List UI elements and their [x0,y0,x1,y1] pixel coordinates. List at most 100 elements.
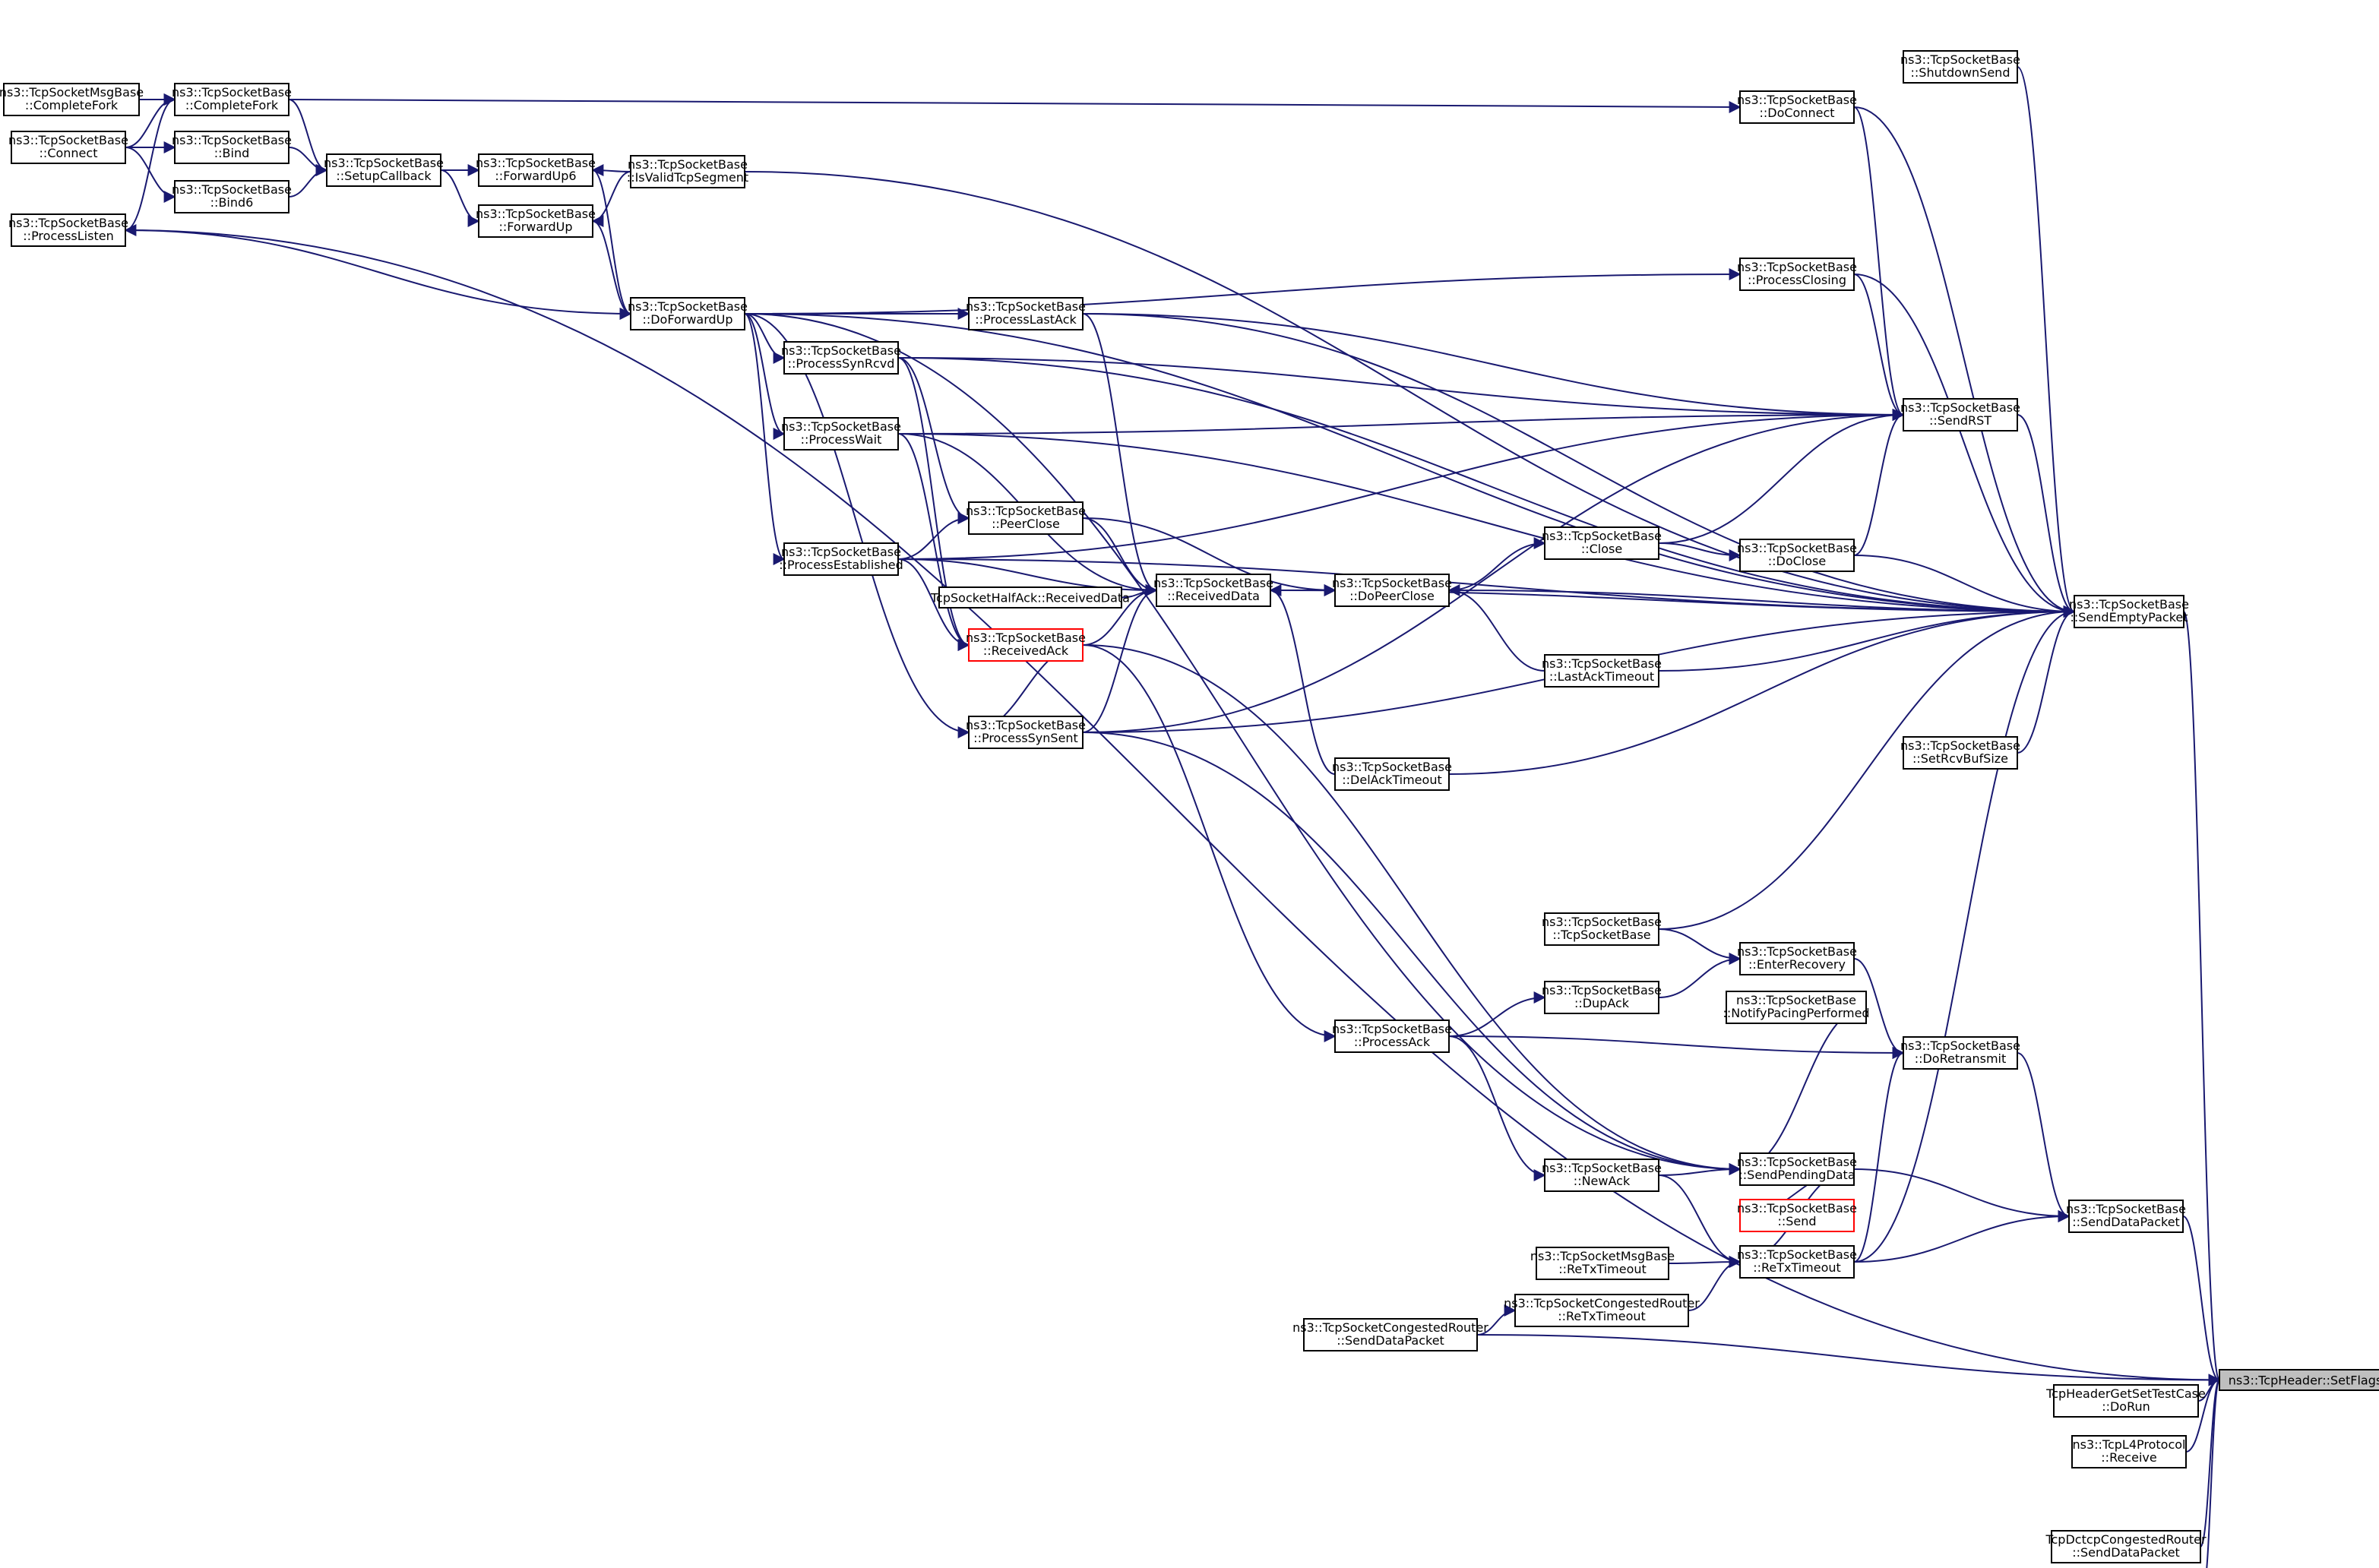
edge-processSynRcvd-to-receivedAck [897,357,970,651]
node-label: TcpHeaderGetSetTestCase [2045,1386,2206,1401]
node-msgRetx[interactable]: ns3::TcpSocketMsgBase::ReTxTimeout [1530,1247,1675,1280]
edge-isValidTcp-to-forwardUp [591,171,631,227]
node-box [3,83,140,116]
node-peerClose[interactable]: ns3::TcpSocketBase::PeerClose [966,501,1086,535]
node-processClosing[interactable]: ns3::TcpSocketBase::ProcessClosing [1737,258,1857,291]
node-delAckTimeout[interactable]: ns3::TcpSocketBase::DelAckTimeout [1332,757,1452,791]
edge-delAckTimeout-to-receivedData [1269,584,1336,775]
node-lastAckTimeout[interactable]: ns3::TcpSocketBase::LastAckTimeout [1542,654,1662,688]
node-completeFork[interactable]: ns3::TcpSocketBase::CompleteFork [172,83,292,116]
node-label: ns3::TcpSocketBase [1737,1247,1857,1262]
node-sendEmpty[interactable]: ns3::TcpSocketBase::SendEmptyPacket [2069,595,2189,628]
node-label: ::SendPendingData [1738,1168,1855,1182]
node-shutdownSend[interactable]: ns3::TcpSocketBase::ShutdownSend [1900,50,2020,84]
node-label: ns3::TcpSocketBase [781,343,901,358]
node-box [1544,1159,1659,1192]
node-root[interactable]: ns3::TcpHeader::SetFlags [2219,1369,2379,1391]
node-label: ::DoClose [1768,554,1826,568]
node-receivedAck[interactable]: ns3::TcpSocketBase::ReceivedAck [966,628,1086,662]
node-label: TcpSocketHalfAck::ReceivedData [930,591,1130,605]
node-l4Receive[interactable]: ns3::TcpL4Protocol::Receive [2071,1435,2187,1468]
edge-dupAck-to-enterRecovery [1658,953,1742,998]
node-doConnect[interactable]: ns3::TcpSocketBase::DoConnect [1737,90,1857,124]
node-tcpSocketBase[interactable]: ns3::TcpSocketBase::TcpSocketBase [1542,912,1662,946]
node-headerTest[interactable]: TcpHeaderGetSetTestCase::DoRun [2045,1384,2206,1418]
node-enterRecovery[interactable]: ns3::TcpSocketBase::EnterRecovery [1737,942,1857,975]
node-dupAck[interactable]: ns3::TcpSocketBase::DupAck [1542,981,1662,1014]
node-label: ::EnterRecovery [1748,957,1846,972]
node-close[interactable]: ns3::TcpSocketBase::Close [1542,526,1662,560]
node-box [1739,1199,1855,1232]
node-dctcpSendData[interactable]: TcpDctcpCongestedRouter::SendDataPacket [2045,1530,2207,1563]
node-forwardUp6[interactable]: ns3::TcpSocketBase::ForwardUp6 [476,153,596,187]
node-sendDataPacket[interactable]: ns3::TcpSocketBase::SendDataPacket [2066,1200,2186,1233]
edge-close-to-sendRST [1658,409,1905,544]
node-label: ::Bind [214,146,250,160]
node-label: ns3::TcpHeader::SetFlags [2229,1374,2379,1388]
node-label: ::CompleteFork [25,98,119,112]
node-processSynRcvd[interactable]: ns3::TcpSocketBase::ProcessSynRcvd [781,341,901,375]
node-processWait[interactable]: ns3::TcpSocketBase::ProcessWait [781,417,901,450]
node-label: ns3::TcpSocketBase [8,216,128,230]
node-bind6[interactable]: ns3::TcpSocketBase::Bind6 [172,180,292,213]
node-label: ::ProcessClosing [1748,273,1846,287]
node-box [1739,539,1855,572]
node-sendRST[interactable]: ns3::TcpSocketBase::SendRST [1900,398,2020,432]
node-doForwardUp[interactable]: ns3::TcpSocketBase::DoForwardUp [628,297,748,330]
node-label: ::Close [1581,542,1622,556]
node-congRetx[interactable]: ns3::TcpSocketCongestedRouter::ReTxTimeo… [1504,1294,1700,1327]
node-box [2219,1369,2379,1391]
node-sendPending[interactable]: ns3::TcpSocketBase::SendPendingData [1737,1152,1857,1186]
node-label: ::ReceivedData [1167,589,1260,603]
node-notifyPacing[interactable]: ns3::TcpSocketBase::NotifyPacingPerforme… [1723,991,1870,1024]
edge-retx-to-doRetransmit [1853,1047,1905,1263]
node-box [968,716,1084,749]
node-box [1739,258,1855,291]
edge-doClose-to-sendRST [1853,409,1905,556]
edge-processAck-to-dupAck [1448,991,1546,1037]
edge-lastAckTimeout-to-doPeerClose [1447,584,1545,672]
edge-processLastAck-to-receivedData [1082,313,1158,596]
node-box [2071,1435,2187,1468]
node-label: ns3::TcpSocketBase [476,156,596,170]
node-box [968,628,1084,662]
node-receivedData[interactable]: ns3::TcpSocketBase::ReceivedData [1153,574,1273,607]
node-retx[interactable]: ns3::TcpSocketBase::ReTxTimeout [1737,1245,1857,1279]
node-setupCallback[interactable]: ns3::TcpSocketBase::SetupCallback [324,153,444,187]
node-setRcvBufSize[interactable]: ns3::TcpSocketBase::SetRcvBufSize [1900,736,2020,770]
node-newAck[interactable]: ns3::TcpSocketBase::NewAck [1542,1159,1662,1192]
node-processSynSent[interactable]: ns3::TcpSocketBase::ProcessSynSent [966,716,1086,749]
node-label: ns3::TcpSocketCongestedRouter [1292,1320,1488,1335]
node-label: ns3::TcpSocketMsgBase [1530,1249,1675,1263]
edge-doForwardUp-to-processSynSent [744,313,970,738]
node-isValidTcp[interactable]: ns3::TcpSocketBase::IsValidTcpSegment [627,155,748,188]
edge-tcpSocketBase-to-sendEmpty [1658,605,2076,930]
node-bind[interactable]: ns3::TcpSocketBase::Bind [172,131,292,164]
node-halfAckReceived[interactable]: TcpSocketHalfAck::ReceivedData [930,586,1130,609]
node-box [1334,757,1450,791]
node-processLastAck[interactable]: ns3::TcpSocketBase::ProcessLastAck [966,297,1086,330]
node-label: ::SendDataPacket [2072,1215,2180,1229]
node-processAck[interactable]: ns3::TcpSocketBase::ProcessAck [1332,1020,1452,1053]
edge-shutdownSend-to-sendEmpty [2017,66,2076,618]
edge-sendPending-to-sendDataPacket [1853,1168,2071,1222]
node-label: ns3::TcpSocketBase [781,545,901,559]
node-connect[interactable]: ns3::TcpSocketBase::Connect [8,131,128,164]
node-congSendData[interactable]: ns3::TcpSocketCongestedRouter::SendDataP… [1292,1318,1488,1351]
node-label: ns3::TcpSocketBase [172,182,292,197]
node-label: ::DoRetransmit [1915,1051,2007,1066]
node-forwardUp[interactable]: ns3::TcpSocketBase::ForwardUp [476,204,596,238]
node-box [1544,526,1659,560]
node-label: ::ProcessWait [801,432,882,447]
edge-processSynSent-to-receivedData [1082,584,1158,733]
node-label: ::LastAckTimeout [1549,669,1654,684]
node-doPeerClose[interactable]: ns3::TcpSocketBase::DoPeerClose [1332,574,1452,607]
node-msgCompleteFork[interactable]: ns3::TcpSocketMsgBase::CompleteFork [0,83,144,116]
node-processEstablished[interactable]: ns3::TcpSocketBase::ProcessEstablished [779,542,903,576]
node-send[interactable]: ns3::TcpSocketBase::Send [1737,1199,1857,1232]
node-processListen[interactable]: ns3::TcpSocketBase::ProcessListen [8,213,128,247]
node-label: ns3::TcpSocketBase [966,504,1086,518]
node-doRetransmit[interactable]: ns3::TcpSocketBase::DoRetransmit [1900,1036,2020,1070]
node-doClose[interactable]: ns3::TcpSocketBase::DoClose [1737,539,1857,572]
